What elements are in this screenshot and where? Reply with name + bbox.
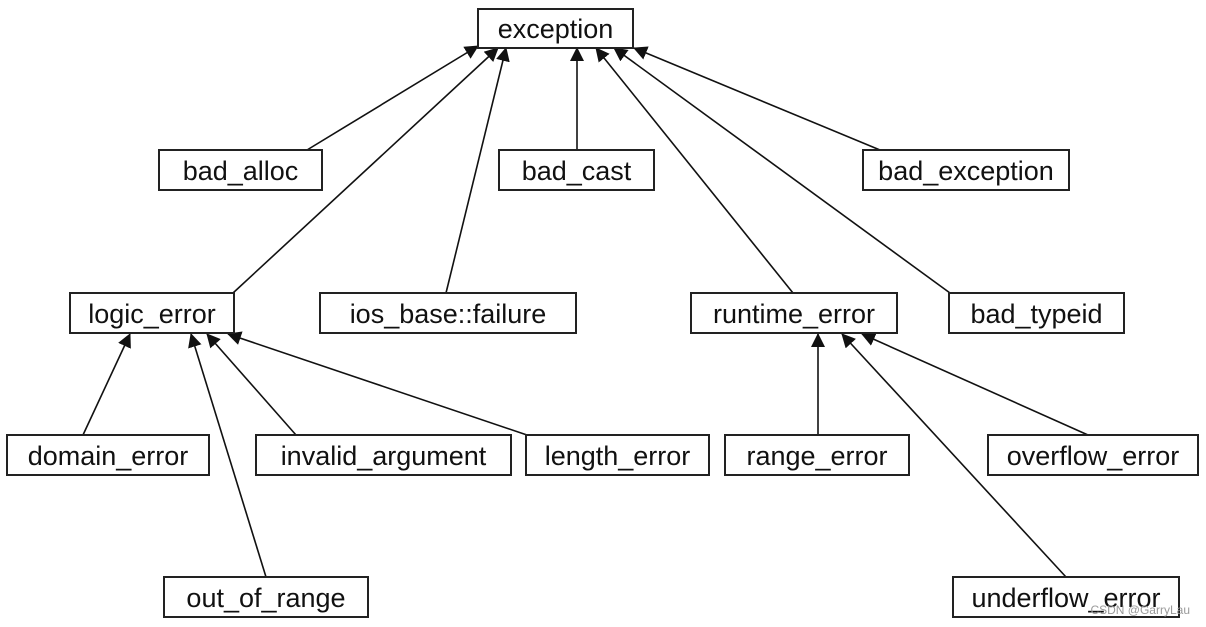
- watermark: CSDN @GarryLau: [1090, 603, 1190, 617]
- node-label: logic_error: [88, 299, 216, 329]
- edges: [82, 45, 1089, 578]
- node-box: [987, 434, 1199, 476]
- node-exception: exception: [477, 8, 634, 49]
- node-label: bad_alloc: [183, 156, 299, 186]
- node-out-of-range: out_of_range: [163, 576, 369, 618]
- node-box: [69, 292, 235, 334]
- node-label: bad_exception: [878, 156, 1054, 186]
- edge-overflow-error-to-runtime-error: [861, 332, 1089, 436]
- node-range-error: range_error: [724, 434, 910, 476]
- node-overflow-error: overflow_error: [987, 434, 1199, 476]
- edge-bad-typeid-to-exception: [613, 47, 951, 294]
- node-ios-base-failure: ios_base::failure: [319, 292, 577, 334]
- node-label: out_of_range: [186, 583, 345, 613]
- edge-runtime-error-to-exception: [595, 47, 794, 294]
- node-bad-cast: bad_cast: [498, 149, 655, 191]
- node-label: underflow_error: [971, 583, 1160, 613]
- edge-logic-error-to-exception: [232, 47, 499, 294]
- edge-out-of-range-to-logic-error: [188, 333, 267, 578]
- node-box: [163, 576, 369, 618]
- node-bad-typeid: bad_typeid: [948, 292, 1125, 334]
- node-bad-alloc: bad_alloc: [158, 149, 323, 191]
- node-domain-error: domain_error: [6, 434, 210, 476]
- node-label: range_error: [746, 441, 887, 471]
- edge-domain-error-to-logic-error: [82, 333, 131, 436]
- node-length-error: length_error: [525, 434, 710, 476]
- edge-length-error-to-logic-error: [227, 331, 528, 436]
- node-box: [948, 292, 1125, 334]
- node-invalid-argument: invalid_argument: [255, 434, 512, 476]
- node-label: runtime_error: [713, 299, 875, 329]
- node-label: ios_base::failure: [350, 299, 547, 329]
- node-label: invalid_argument: [281, 441, 487, 471]
- node-label: domain_error: [28, 441, 189, 471]
- node-runtime-error: runtime_error: [690, 292, 898, 334]
- node-box: [525, 434, 710, 476]
- node-label: bad_cast: [522, 156, 632, 186]
- node-box: [158, 149, 323, 191]
- node-label: exception: [498, 14, 614, 44]
- edge-underflow-error-to-runtime-error: [841, 333, 1067, 578]
- node-logic-error: logic_error: [69, 292, 235, 334]
- node-underflow-error: underflow_error: [952, 576, 1180, 618]
- node-box: [952, 576, 1180, 618]
- node-box: [319, 292, 577, 334]
- edge-bad-alloc-to-exception: [306, 45, 479, 151]
- node-bad-exception: bad_exception: [862, 149, 1070, 191]
- node-label: length_error: [545, 441, 691, 471]
- node-box: [724, 434, 910, 476]
- node-box: [255, 434, 512, 476]
- node-label: bad_typeid: [970, 299, 1102, 329]
- node-box: [6, 434, 210, 476]
- node-box: [690, 292, 898, 334]
- node-box: [862, 149, 1070, 191]
- edge-bad-exception-to-exception: [633, 46, 881, 151]
- edge-ios-base-failure-to-exception: [445, 47, 510, 294]
- node-box: [477, 8, 634, 49]
- node-label: overflow_error: [1007, 441, 1180, 471]
- edge-invalid-argument-to-logic-error: [206, 333, 297, 436]
- node-box: [498, 149, 655, 191]
